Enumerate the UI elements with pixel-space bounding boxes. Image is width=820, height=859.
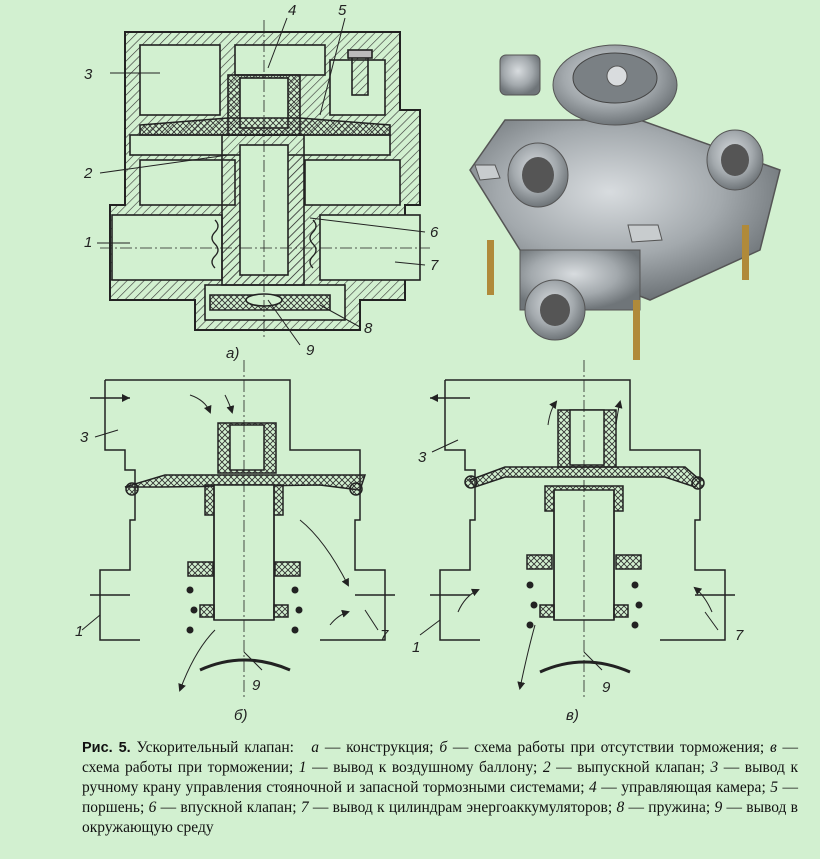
- diagram-a-construction: [97, 17, 430, 346]
- caption-figure-label: Рис. 5.: [82, 740, 131, 756]
- caption-key: 5: [770, 779, 778, 796]
- caption-text: — вывод к воздушному баллону;: [306, 759, 543, 776]
- caption-text: — вывод к ручному крану управления стоян…: [82, 759, 798, 796]
- caption-key: 4: [589, 779, 597, 796]
- label-a-4: 4: [288, 2, 296, 19]
- label-b-1: 1: [75, 623, 83, 640]
- diagram-b-scheme: [81, 360, 395, 700]
- diagram-b-labels: 1 3 7 9 б): [75, 429, 389, 724]
- diagram-c-labels: 1 3 7 9 в): [412, 449, 744, 724]
- valve-photo-illustration: [469, 44, 781, 360]
- caption-text: — управляющая камера;: [596, 779, 771, 796]
- label-c-3: 3: [418, 449, 427, 466]
- figure: 1 2 3 4 5 6 7 8 9 а): [75, 2, 781, 724]
- label-a-1: 1: [84, 234, 92, 251]
- label-b-7: 7: [380, 627, 389, 644]
- label-a-3: 3: [84, 66, 93, 83]
- caption-text: — вывод в окружающую среду: [82, 799, 799, 836]
- label-c-9: 9: [602, 679, 611, 696]
- caption-key: 7: [300, 799, 309, 816]
- caption-text: — схема работы при отсутствии торможения…: [447, 739, 771, 756]
- caption-key: а: [311, 739, 320, 756]
- label-c-7: 7: [735, 627, 744, 644]
- caption-text: — конструкция;: [319, 739, 440, 756]
- subfigure-label-b: б): [234, 707, 247, 724]
- label-a-7: 7: [430, 257, 439, 274]
- caption-key: 9: [714, 799, 723, 816]
- caption-key: 8: [616, 799, 625, 816]
- label-b-9: 9: [252, 677, 261, 694]
- caption-parts: а — конструкция; б — схема работы при от…: [82, 739, 798, 836]
- label-a-6: 6: [430, 224, 439, 241]
- caption-key: 1: [298, 759, 307, 776]
- diagram-c-scheme: [419, 360, 735, 700]
- caption-text: — пружина;: [624, 799, 715, 816]
- figure-caption: Рис. 5. Ускорительный клапан: а — констр…: [82, 738, 798, 838]
- caption-key: 2: [542, 759, 551, 776]
- caption-text: — выпускной клапан;: [550, 759, 711, 776]
- caption-key: 6: [148, 799, 157, 816]
- caption-key: в: [770, 739, 777, 756]
- label-b-3: 3: [80, 429, 89, 446]
- label-c-1: 1: [412, 639, 420, 656]
- caption-title: Ускорительный клапан:: [136, 739, 294, 756]
- caption-key: б: [439, 739, 448, 756]
- label-a-5: 5: [338, 2, 347, 19]
- caption-text: — схема работы при торможении;: [82, 739, 799, 776]
- caption-text: — впускной клапан;: [156, 799, 301, 816]
- caption-text: — вывод к цилиндрам энергоаккумуляторов;: [308, 799, 617, 816]
- caption-key: 3: [710, 759, 719, 776]
- caption-text: — поршень;: [82, 779, 798, 816]
- label-a-9: 9: [306, 342, 315, 359]
- label-a-2: 2: [83, 165, 93, 182]
- diagram-a-labels: 1 2 3 4 5 6 7 8 9 а): [83, 2, 439, 362]
- subfigure-label-a: а): [226, 345, 239, 362]
- label-a-8: 8: [364, 320, 373, 337]
- subfigure-label-c: в): [566, 707, 579, 724]
